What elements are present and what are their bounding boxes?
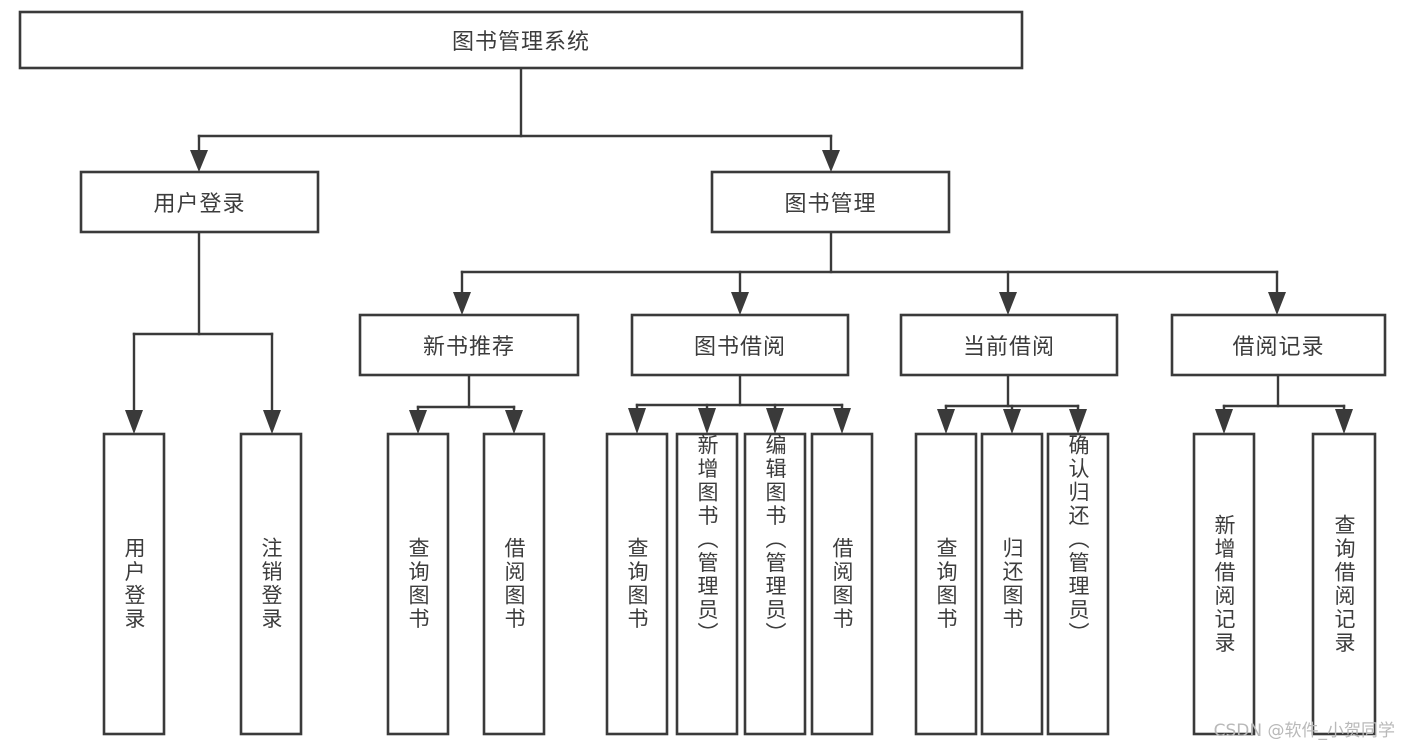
arrowhead-book-manage [822, 150, 840, 172]
arrowhead-leaf-return-book [1003, 409, 1021, 434]
node-root[interactable] [18, 10, 1024, 70]
node-book-manage[interactable] [710, 170, 951, 234]
nodes-layer [18, 10, 1387, 736]
node-leaf-user-login[interactable] [102, 432, 166, 736]
arrowhead-leaf-add-book [698, 408, 716, 434]
arrowhead-leaf-user-logout [263, 410, 281, 434]
arrowhead-leaf-borrow-book-1 [505, 410, 523, 434]
node-leaf-add-book[interactable] [675, 432, 739, 736]
arrowhead-leaf-query-book-1 [409, 410, 427, 434]
node-leaf-return-book[interactable] [980, 432, 1044, 736]
node-leaf-query-book-2[interactable] [605, 432, 669, 736]
node-leaf-query-book-1[interactable] [386, 432, 450, 736]
arrowhead-book-borrow [731, 292, 749, 315]
arrowhead-user-login [190, 150, 208, 172]
node-leaf-add-record[interactable] [1192, 432, 1256, 736]
arrowhead-leaf-add-record [1215, 409, 1233, 434]
node-book-borrow[interactable] [630, 313, 850, 377]
arrowhead-leaf-borrow-book-2 [833, 408, 851, 434]
node-current-borrow[interactable] [899, 313, 1119, 377]
node-leaf-confirm-return[interactable] [1046, 432, 1110, 736]
arrowhead-leaf-edit-book [766, 408, 784, 434]
arrowhead-borrow-record [1268, 292, 1286, 315]
arrowhead-current-borrow [999, 292, 1017, 315]
node-leaf-borrow-book-2[interactable] [810, 432, 874, 736]
arrowhead-leaf-query-record [1335, 409, 1353, 434]
node-borrow-record[interactable] [1170, 313, 1387, 377]
arrowhead-new-book-recommend [453, 292, 471, 315]
node-new-book-recommend[interactable] [358, 313, 580, 377]
arrowhead-leaf-confirm-return [1069, 409, 1087, 434]
arrowhead-leaf-query-book-2 [628, 408, 646, 434]
node-leaf-edit-book[interactable] [743, 432, 807, 736]
arrowhead-leaf-query-book-3 [937, 409, 955, 434]
edges-layer [125, 66, 1353, 434]
node-leaf-query-book-3[interactable] [914, 432, 978, 736]
node-user-login[interactable] [79, 170, 320, 234]
node-leaf-borrow-book-1[interactable] [482, 432, 546, 736]
node-leaf-user-logout[interactable] [239, 432, 303, 736]
node-leaf-query-record[interactable] [1311, 432, 1377, 736]
arrowhead-leaf-user-login [125, 410, 143, 434]
